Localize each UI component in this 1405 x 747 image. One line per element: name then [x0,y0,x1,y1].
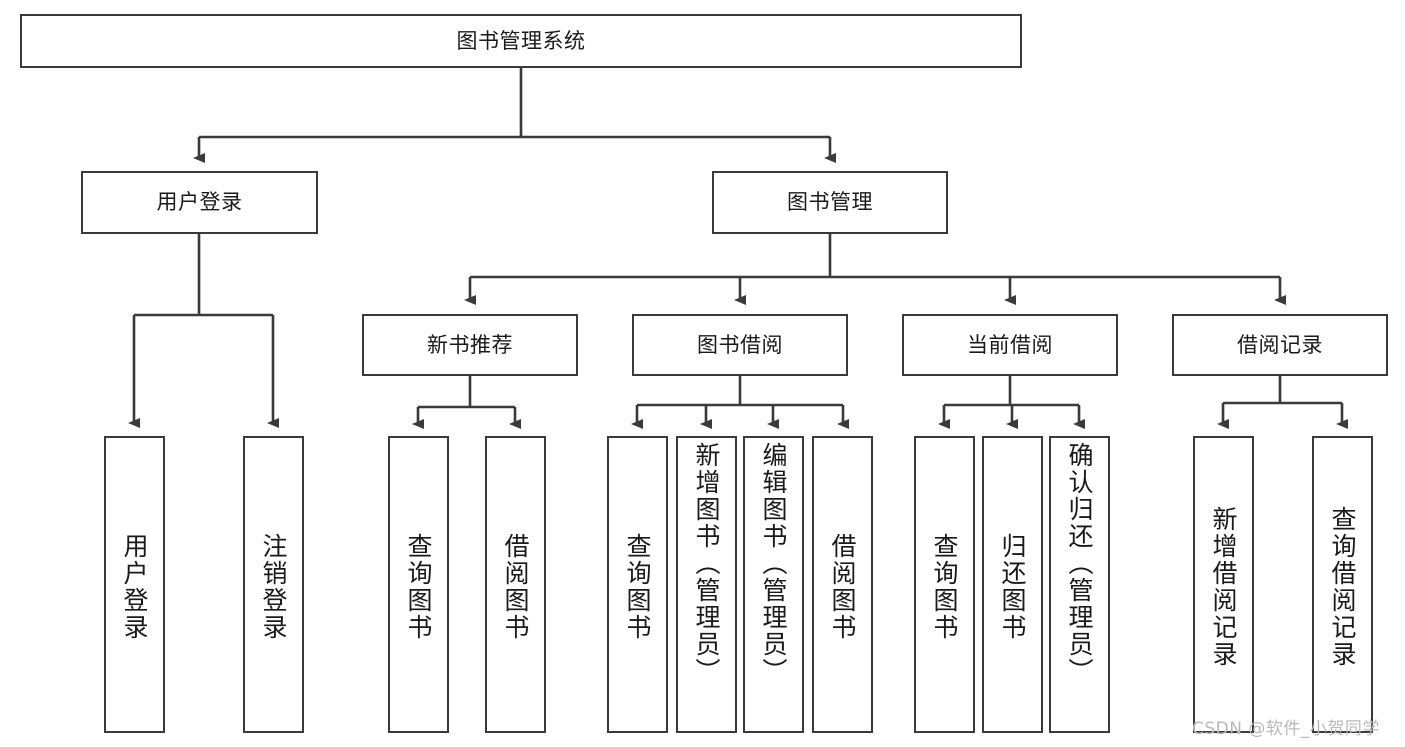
node-label: 新增图书（管理员） [692,442,721,685]
node-new-book-recommend[interactable]: 新书推荐 [362,314,578,376]
node-root-book-management-system[interactable]: 图书管理系统 [20,14,1022,68]
node-user-login[interactable]: 用户登录 [81,171,318,234]
leaf-current-borrow-confirm-return-admin[interactable]: 确认归还（管理员） [1049,436,1110,733]
node-label: 确认归还（管理员） [1065,442,1094,685]
node-current-borrow[interactable]: 当前借阅 [902,314,1118,376]
node-label: 借阅记录 [1237,332,1323,357]
node-label: 查询图书 [404,532,433,641]
node-label: 新书推荐 [427,332,513,357]
leaf-user-login-logout[interactable]: 注销登录 [243,436,304,733]
node-label: 用户登录 [120,532,149,641]
node-label: 图书借阅 [697,332,783,357]
node-label: 图书管理 [787,190,873,215]
leaf-current-borrow-query-book[interactable]: 查询图书 [914,436,975,733]
node-label: 借阅图书 [828,532,857,641]
node-label: 查询图书 [930,532,959,641]
node-book-management[interactable]: 图书管理 [712,171,948,234]
csdn-watermark: CSDN @软件_小贺同学 [1192,719,1380,739]
node-label: 用户登录 [156,190,243,215]
node-label: 归还图书 [998,532,1027,641]
leaf-borrow-record-query-record[interactable]: 查询借阅记录 [1312,436,1373,733]
leaf-new-book-borrow-book[interactable]: 借阅图书 [485,436,546,733]
node-label: 新增借阅记录 [1209,505,1238,668]
leaf-book-borrow-edit-book-admin[interactable]: 编辑图书（管理员） [743,436,804,733]
leaf-borrow-record-add-record[interactable]: 新增借阅记录 [1193,436,1254,733]
node-book-borrow[interactable]: 图书借阅 [632,314,848,376]
node-label: 图书管理系统 [456,28,586,53]
leaf-book-borrow-query-book[interactable]: 查询图书 [607,436,668,733]
node-borrow-record[interactable]: 借阅记录 [1172,314,1388,376]
node-label: 查询借阅记录 [1328,505,1357,668]
node-label: 注销登录 [259,532,288,641]
node-label: 查询图书 [623,532,652,641]
leaf-book-borrow-borrow-book[interactable]: 借阅图书 [812,436,873,733]
node-label: 借阅图书 [501,532,530,641]
node-label: 编辑图书（管理员） [759,442,788,685]
leaf-book-borrow-add-book-admin[interactable]: 新增图书（管理员） [676,436,737,733]
leaf-current-borrow-return-book[interactable]: 归还图书 [982,436,1043,733]
node-label: 当前借阅 [967,332,1053,357]
leaf-new-book-query-book[interactable]: 查询图书 [388,436,449,733]
leaf-user-login-login[interactable]: 用户登录 [104,436,165,733]
